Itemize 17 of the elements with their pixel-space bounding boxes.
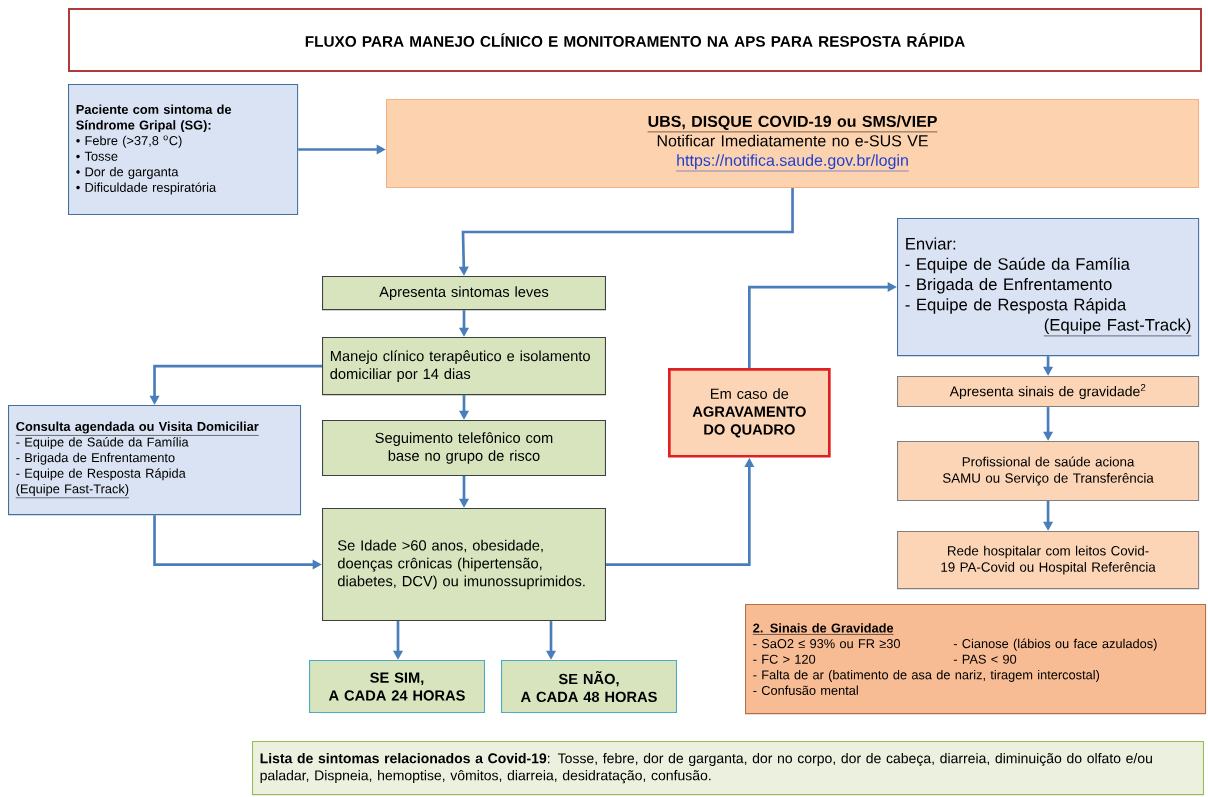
- process-box: Rede hospitalar com leitos Covid-19 PA-Covid ou Hospital Referência: [897, 531, 1200, 590]
- team-box: Enviar: - Equipe de Saúde da Família - Brigada de Enfrentamento - Equipe de Resposta Rápida (Equipe Fast-Track): [897, 218, 1200, 357]
- process-box: Manejo clínico terapêutico e isolamento domiciliar por 14 dias: [322, 337, 606, 396]
- team-box: Consulta agendada ou Visita Domiciliar - Equipe de Saúde da Família - Brigada de Enfrentamento - Equipe de Resposta Rápida (Equipe Fast-Track): [8, 405, 302, 516]
- outcome-box: SE NÃO, A CADA 48 HORAS: [501, 660, 677, 714]
- symptom-box: Paciente com sintoma de Síndrome Gripal (SG): • Febre (>37,8 $^{o}$C) • Tosse • Dor de garganta • Dificuldade respiratória: [68, 84, 299, 216]
- process-box: Apresenta sinais de gravidade$^{2}$: [897, 376, 1200, 408]
- outcome-box: SE SIM, A CADA 24 HORAS: [309, 660, 485, 714]
- process-box: Seguimento telefônico com base no grupo de risco: [322, 420, 606, 476]
- note-box: 2. Sinais de Gravidade - SaO2 ≤ 93% ou FR ≥30 - Cianose (lábios ou face azulados) - FC > 120 - PAS < 90 - Falta de ar (batimento de asa de nariz, tiragem intercostal) - Confusão mental: [745, 604, 1207, 715]
- symptom-list-box: Lista de sintomas relacionados a Covid-19: Tosse, febre, dor de garganta, dor no corpo, dor de cabeça, diarreia, diminuição do olfato e/ou paladar, Dispneia, hemoptise, vômitos, diarreia, desidratação, confusão.: [252, 741, 1204, 796]
- process-box: Apresenta sintomas leves: [322, 276, 606, 311]
- title-box: FLUXO PARA MANEJO CLÍNICO E MONITORAMENTO NA APS PARA RESPOSTA RÁPIDA: [68, 8, 1202, 72]
- notification-box: UBS, DISQUE COVID-19 ou SMS/VIEP Notificar Imediatamente no e-SUS VE https://notifica.saude.gov.br/login: [386, 99, 1200, 189]
- decision-box: Se Idade >60 anos, obesidade, doenças crônicas (hipertensão, diabetes, DCV) ou imunossuprimidos.: [322, 508, 606, 622]
- alert-box: Em caso de AGRAVAMENTO DO QUADRO: [668, 368, 831, 458]
- process-box: Profissional de saúde aciona SAMU ou Serviço de Transferência: [897, 441, 1200, 501]
